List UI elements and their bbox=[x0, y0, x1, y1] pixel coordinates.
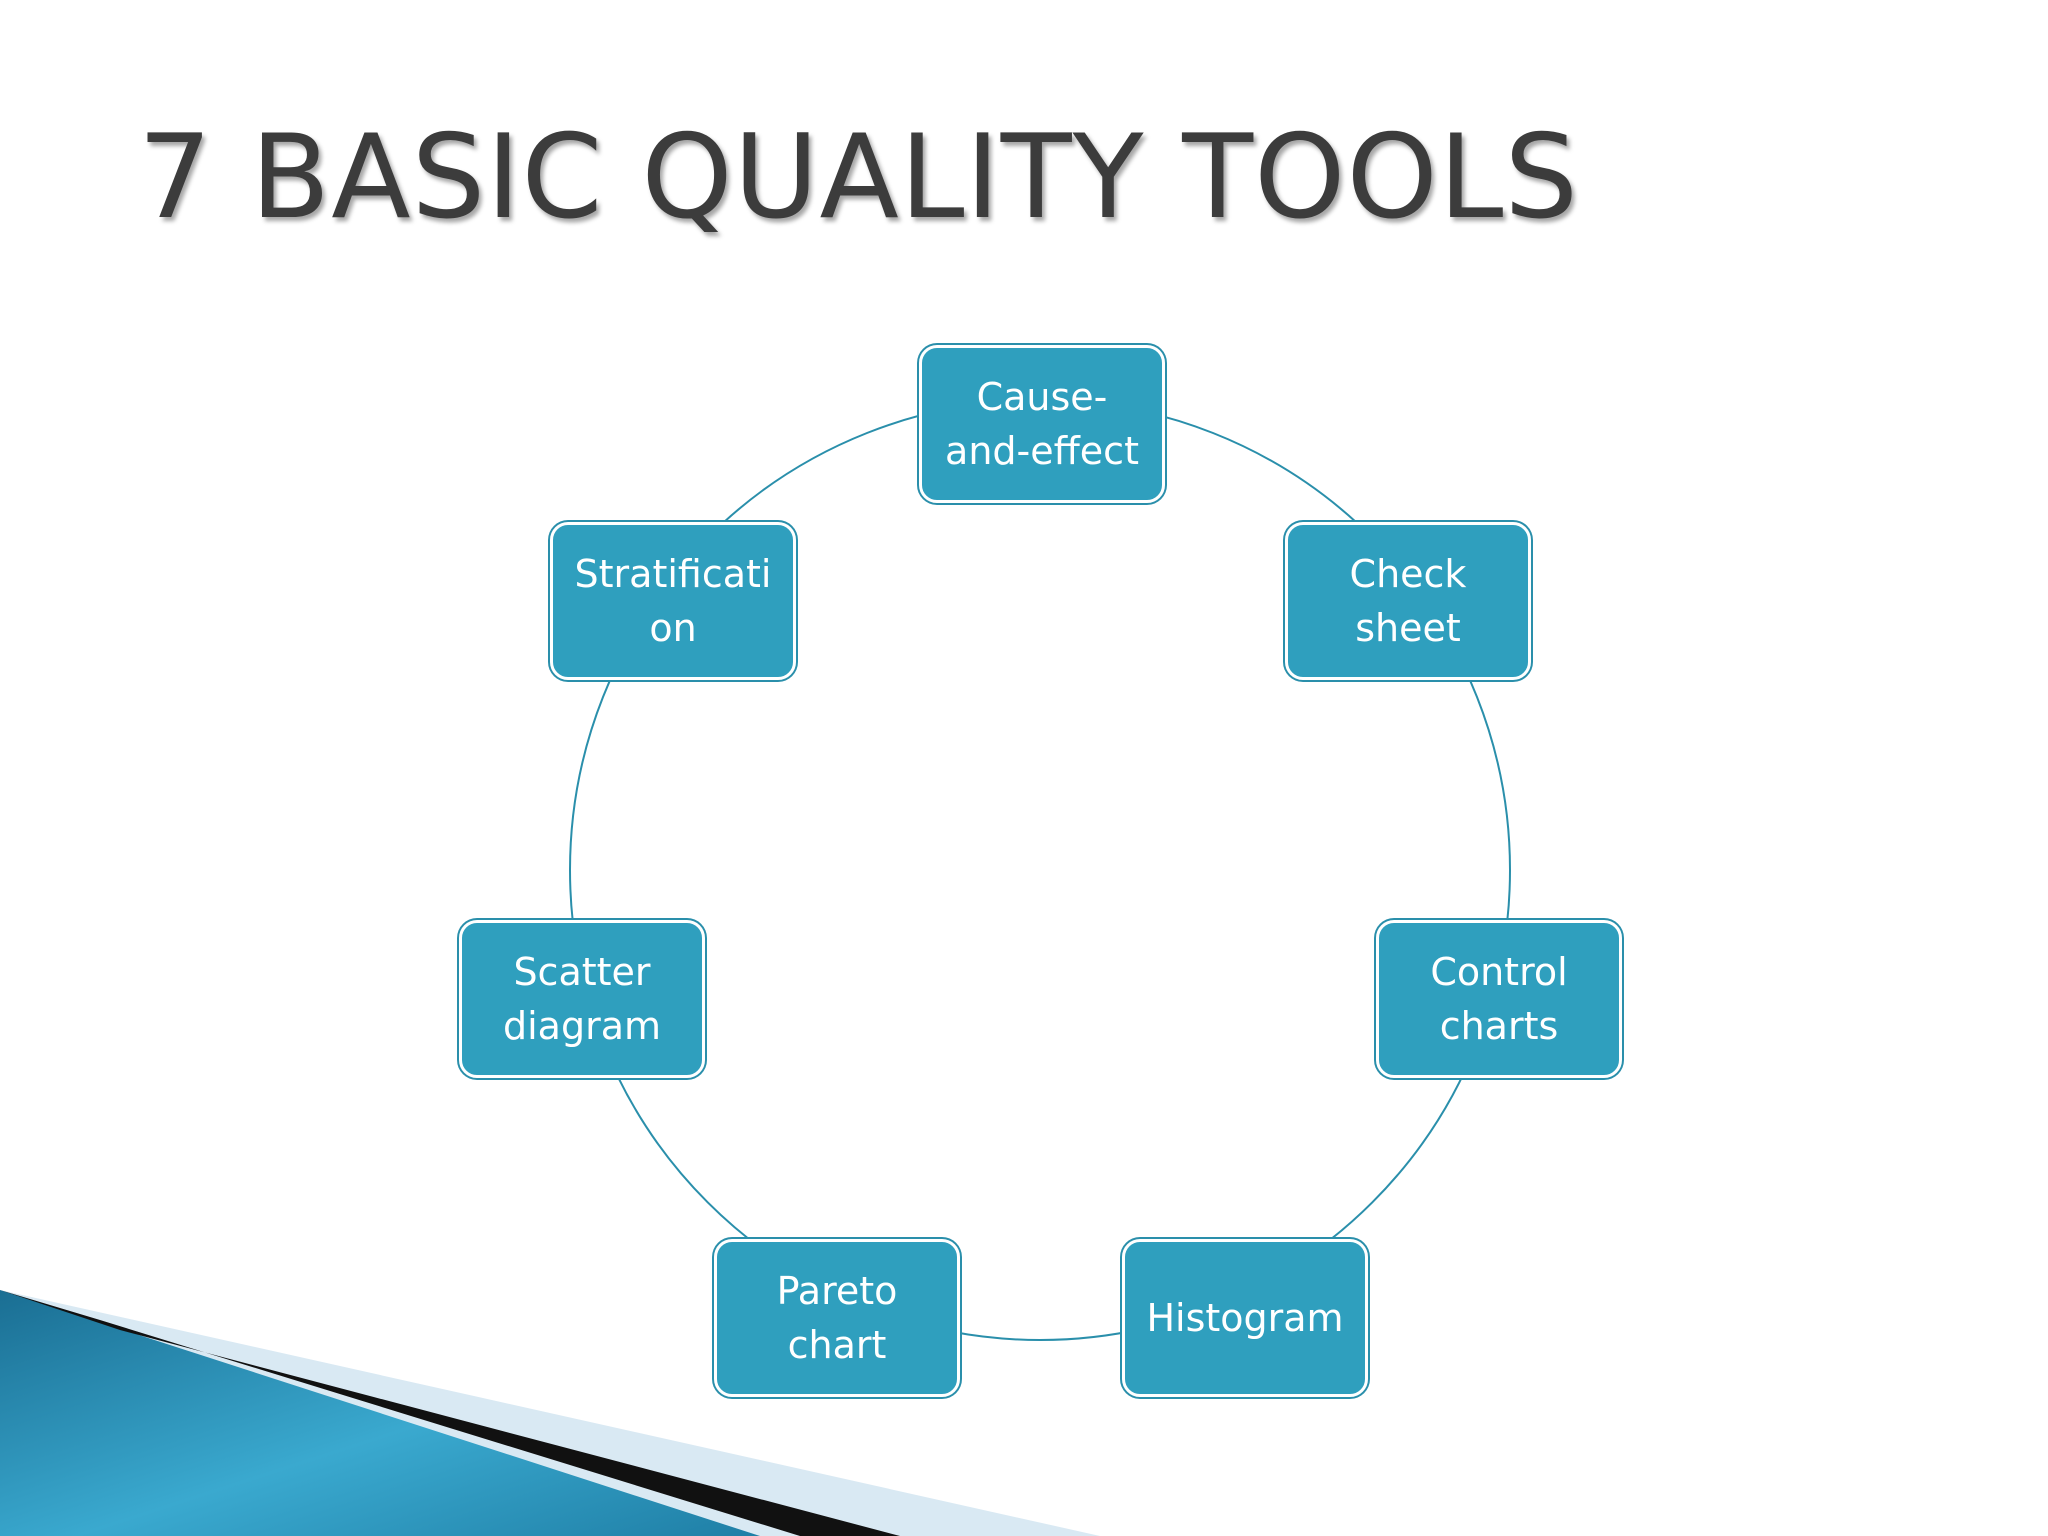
decor-blue-band bbox=[0, 1290, 760, 1536]
node-label: Cause- and-effect bbox=[945, 375, 1139, 473]
node-stratification: Stratificati on bbox=[550, 522, 796, 680]
node-label: Scatter diagram bbox=[502, 950, 661, 1048]
node-check-sheet: Check sheet bbox=[1285, 522, 1531, 680]
node-label: Check sheet bbox=[1349, 552, 1467, 650]
node-pareto-chart: Pareto chart bbox=[714, 1239, 960, 1397]
node-cause-and-effect: Cause- and-effect bbox=[919, 345, 1165, 503]
node-label: Stratificati on bbox=[574, 552, 772, 650]
node-histogram: Histogram bbox=[1122, 1239, 1368, 1397]
slide-title: 7 BASIC QUALITY TOOLS bbox=[138, 110, 1580, 245]
node-scatter-diagram: Scatter diagram bbox=[459, 920, 705, 1078]
node-label: Control charts bbox=[1430, 950, 1568, 1048]
node-control-charts: Control charts bbox=[1376, 920, 1622, 1078]
node-label: Histogram bbox=[1146, 1296, 1344, 1340]
node-label: Pareto chart bbox=[776, 1269, 898, 1367]
